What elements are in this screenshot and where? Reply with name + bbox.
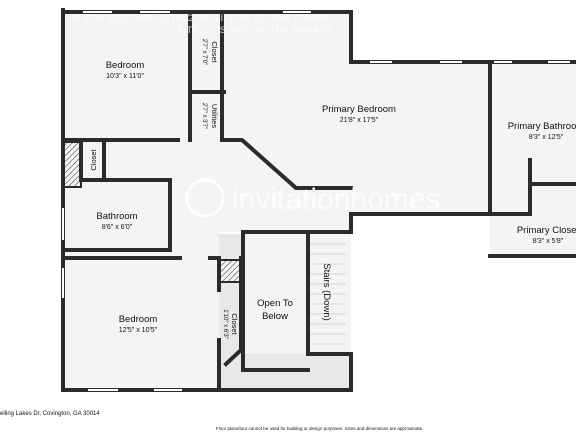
primary-closet-dims: 8'3" x 5'8" [533,238,564,245]
utilities-dims: 2'7" x 3'7" [201,103,207,129]
walls [61,8,576,392]
utilities-name: Utilities [210,104,219,128]
closet-top-name: Closet [210,41,219,63]
address: elling Lakes Dr, Covington, GA 30014 [0,411,100,417]
primary-bathroom-name: Primary Bathroom [508,121,576,132]
disclaimer-note: Floor plans/tour cannot be used for buil… [216,426,424,431]
primary-bathroom-dims: 8'3" x 12'5" [529,134,564,141]
closet-bottom-dims: 1'10" x 6'3" [222,309,228,339]
stair-treads [308,243,346,345]
disclaimer-line-2: SITE, IT IS NOT ON THE MARKET [177,25,333,35]
closet-bottom-name: Closet [230,313,239,335]
closet-top-dims: 2'7" x 7'0" [201,39,207,65]
bathroom-dims: 8'6" x 6'0" [102,224,133,231]
bathroom-name: Bathroom [96,211,137,222]
disclaimer-line-1: IF YOU SEE THIS LISTING ON ZILLOW OR ANY… [72,13,328,23]
bedroom-top-name: Bedroom [106,60,145,71]
primary-closet-name: Primary Closet [517,225,576,236]
watermark-logo-icon [185,178,225,218]
primary-bedroom-dims: 21'8" x 17'5" [340,117,379,124]
windows [62,11,570,391]
bedroom-top-dims: 10'3" x 11'0" [106,73,144,80]
hatched-chase-left [62,141,82,188]
closet-small-name: Closet [89,148,98,170]
stairs-name: Stairs (Down) [321,263,332,321]
bedroom-bottom-dims: 12'5" x 10'5" [119,327,158,334]
hatched-chase-bottom [218,259,242,283]
watermark: invitationhomes [185,178,440,218]
open-to-below-line-1: Open To [257,298,293,309]
bedroom-bottom-name: Bedroom [119,314,158,325]
open-to-below-line-2: Below [262,311,288,322]
primary-bedroom-name: Primary Bedroom [322,104,396,115]
watermark-brand: invitationhomes [232,183,440,216]
